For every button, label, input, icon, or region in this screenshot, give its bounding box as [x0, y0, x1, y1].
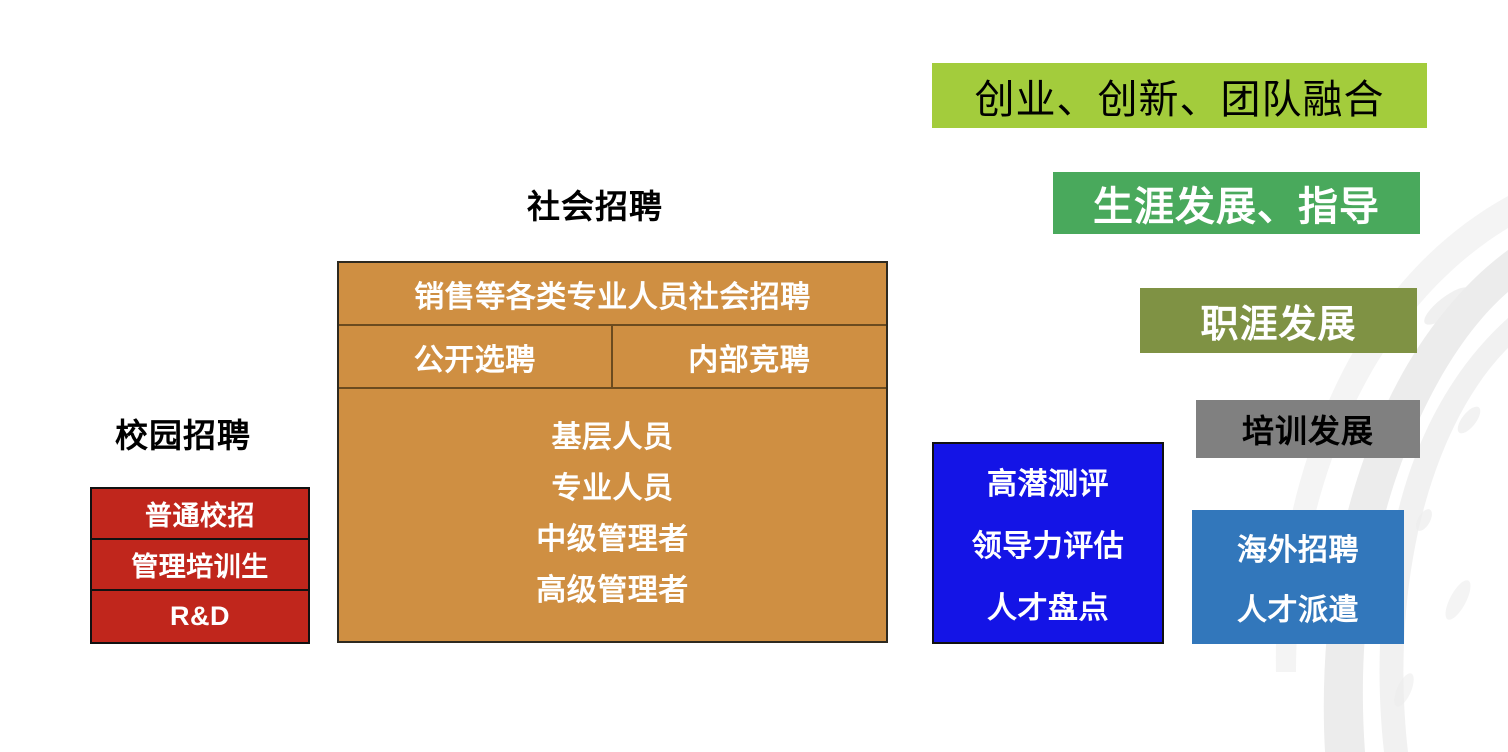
assessment-line-talent-review: 人才盘点 — [987, 592, 1109, 625]
campus-item-rnd[interactable]: R&D — [92, 590, 308, 642]
assessment-group[interactable]: 高潜测评 领导力评估 人才盘点 — [932, 442, 1164, 644]
social-level-professional-staff[interactable]: 专业人员 — [551, 472, 674, 505]
overseas-group[interactable]: 海外招聘 人才派遣 — [1192, 510, 1404, 644]
campus-item-management-trainee[interactable]: 管理培训生 — [92, 539, 308, 591]
social-recruiting-table: 销售等各类专业人员社会招聘 公开选聘 内部竞聘 基层人员 专业人员 中级管理者 … — [337, 261, 888, 643]
campus-recruiting-group: 普通校招 管理培训生 R&D — [90, 487, 310, 644]
social-header-cell[interactable]: 销售等各类专业人员社会招聘 — [414, 280, 811, 314]
program-banner-entrepreneurship[interactable]: 创业、创新、团队融合 — [932, 63, 1427, 128]
overseas-line-overseas-recruiting: 海外招聘 — [1237, 534, 1359, 567]
overseas-line-talent-dispatch: 人才派遣 — [1237, 594, 1359, 627]
program-banner-career-path[interactable]: 职涯发展 — [1140, 288, 1417, 353]
campus-recruiting-caption: 校园招聘 — [115, 417, 251, 454]
campus-item-general[interactable]: 普通校招 — [92, 489, 308, 540]
social-level-entry-staff[interactable]: 基层人员 — [551, 421, 674, 454]
social-channel-internal-competition[interactable]: 内部竞聘 — [688, 343, 811, 377]
social-level-mid-manager[interactable]: 中级管理者 — [536, 523, 689, 556]
social-table-levels-row: 基层人员 专业人员 中级管理者 高级管理者 — [339, 389, 886, 641]
social-recruiting-caption: 社会招聘 — [527, 188, 663, 225]
social-table-header-row: 销售等各类专业人员社会招聘 — [339, 263, 886, 326]
social-level-senior-manager[interactable]: 高级管理者 — [536, 574, 689, 607]
social-channel-open-selection[interactable]: 公开选聘 — [339, 326, 613, 387]
social-table-channel-row: 公开选聘 内部竞聘 — [339, 326, 886, 389]
assessment-line-high-potential: 高潜测评 — [987, 468, 1109, 501]
program-banner-career-development[interactable]: 生涯发展、指导 — [1053, 172, 1420, 234]
assessment-line-leadership-evaluation: 领导力评估 — [971, 530, 1125, 563]
program-banner-training-development[interactable]: 培训发展 — [1196, 400, 1420, 458]
